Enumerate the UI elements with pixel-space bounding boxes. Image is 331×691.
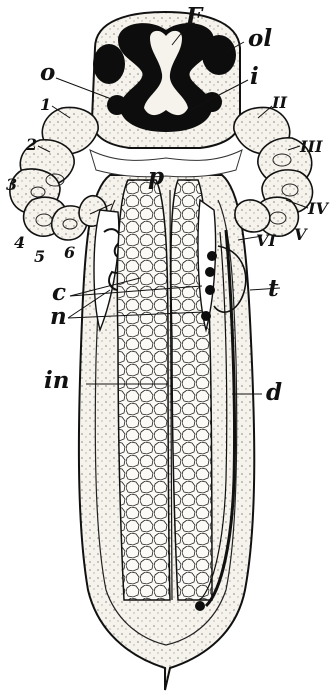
label-n: n: [50, 303, 67, 330]
label-4: 4: [14, 233, 25, 252]
label-VI: VI: [256, 231, 276, 250]
label-2: 2: [25, 135, 37, 154]
label-ol: ol: [248, 25, 272, 52]
right-gill-arches: [234, 107, 313, 236]
intestine-left-limb: [117, 180, 170, 600]
label-d: d: [266, 379, 282, 406]
label-1: 1: [40, 95, 51, 114]
label-6: 6: [64, 243, 75, 262]
label-o: o: [40, 59, 55, 86]
label-5: 5: [34, 247, 45, 266]
label-p: p: [148, 163, 164, 190]
label-IV: IV: [307, 199, 329, 218]
label-c: c: [52, 279, 66, 306]
label-i: i: [250, 63, 259, 90]
label-V: V: [294, 225, 308, 244]
label-F: F: [185, 3, 204, 30]
label-III: III: [299, 137, 323, 156]
label-t: t: [268, 275, 279, 302]
olfactory-pit-left: [93, 44, 125, 84]
label-II: II: [271, 93, 287, 112]
label-3: 3: [6, 175, 17, 194]
left-gill-arches: [10, 107, 107, 240]
label-in: in: [44, 367, 69, 394]
pharynx-cavity: [90, 150, 242, 177]
olfactory-pit-right: [202, 35, 236, 75]
